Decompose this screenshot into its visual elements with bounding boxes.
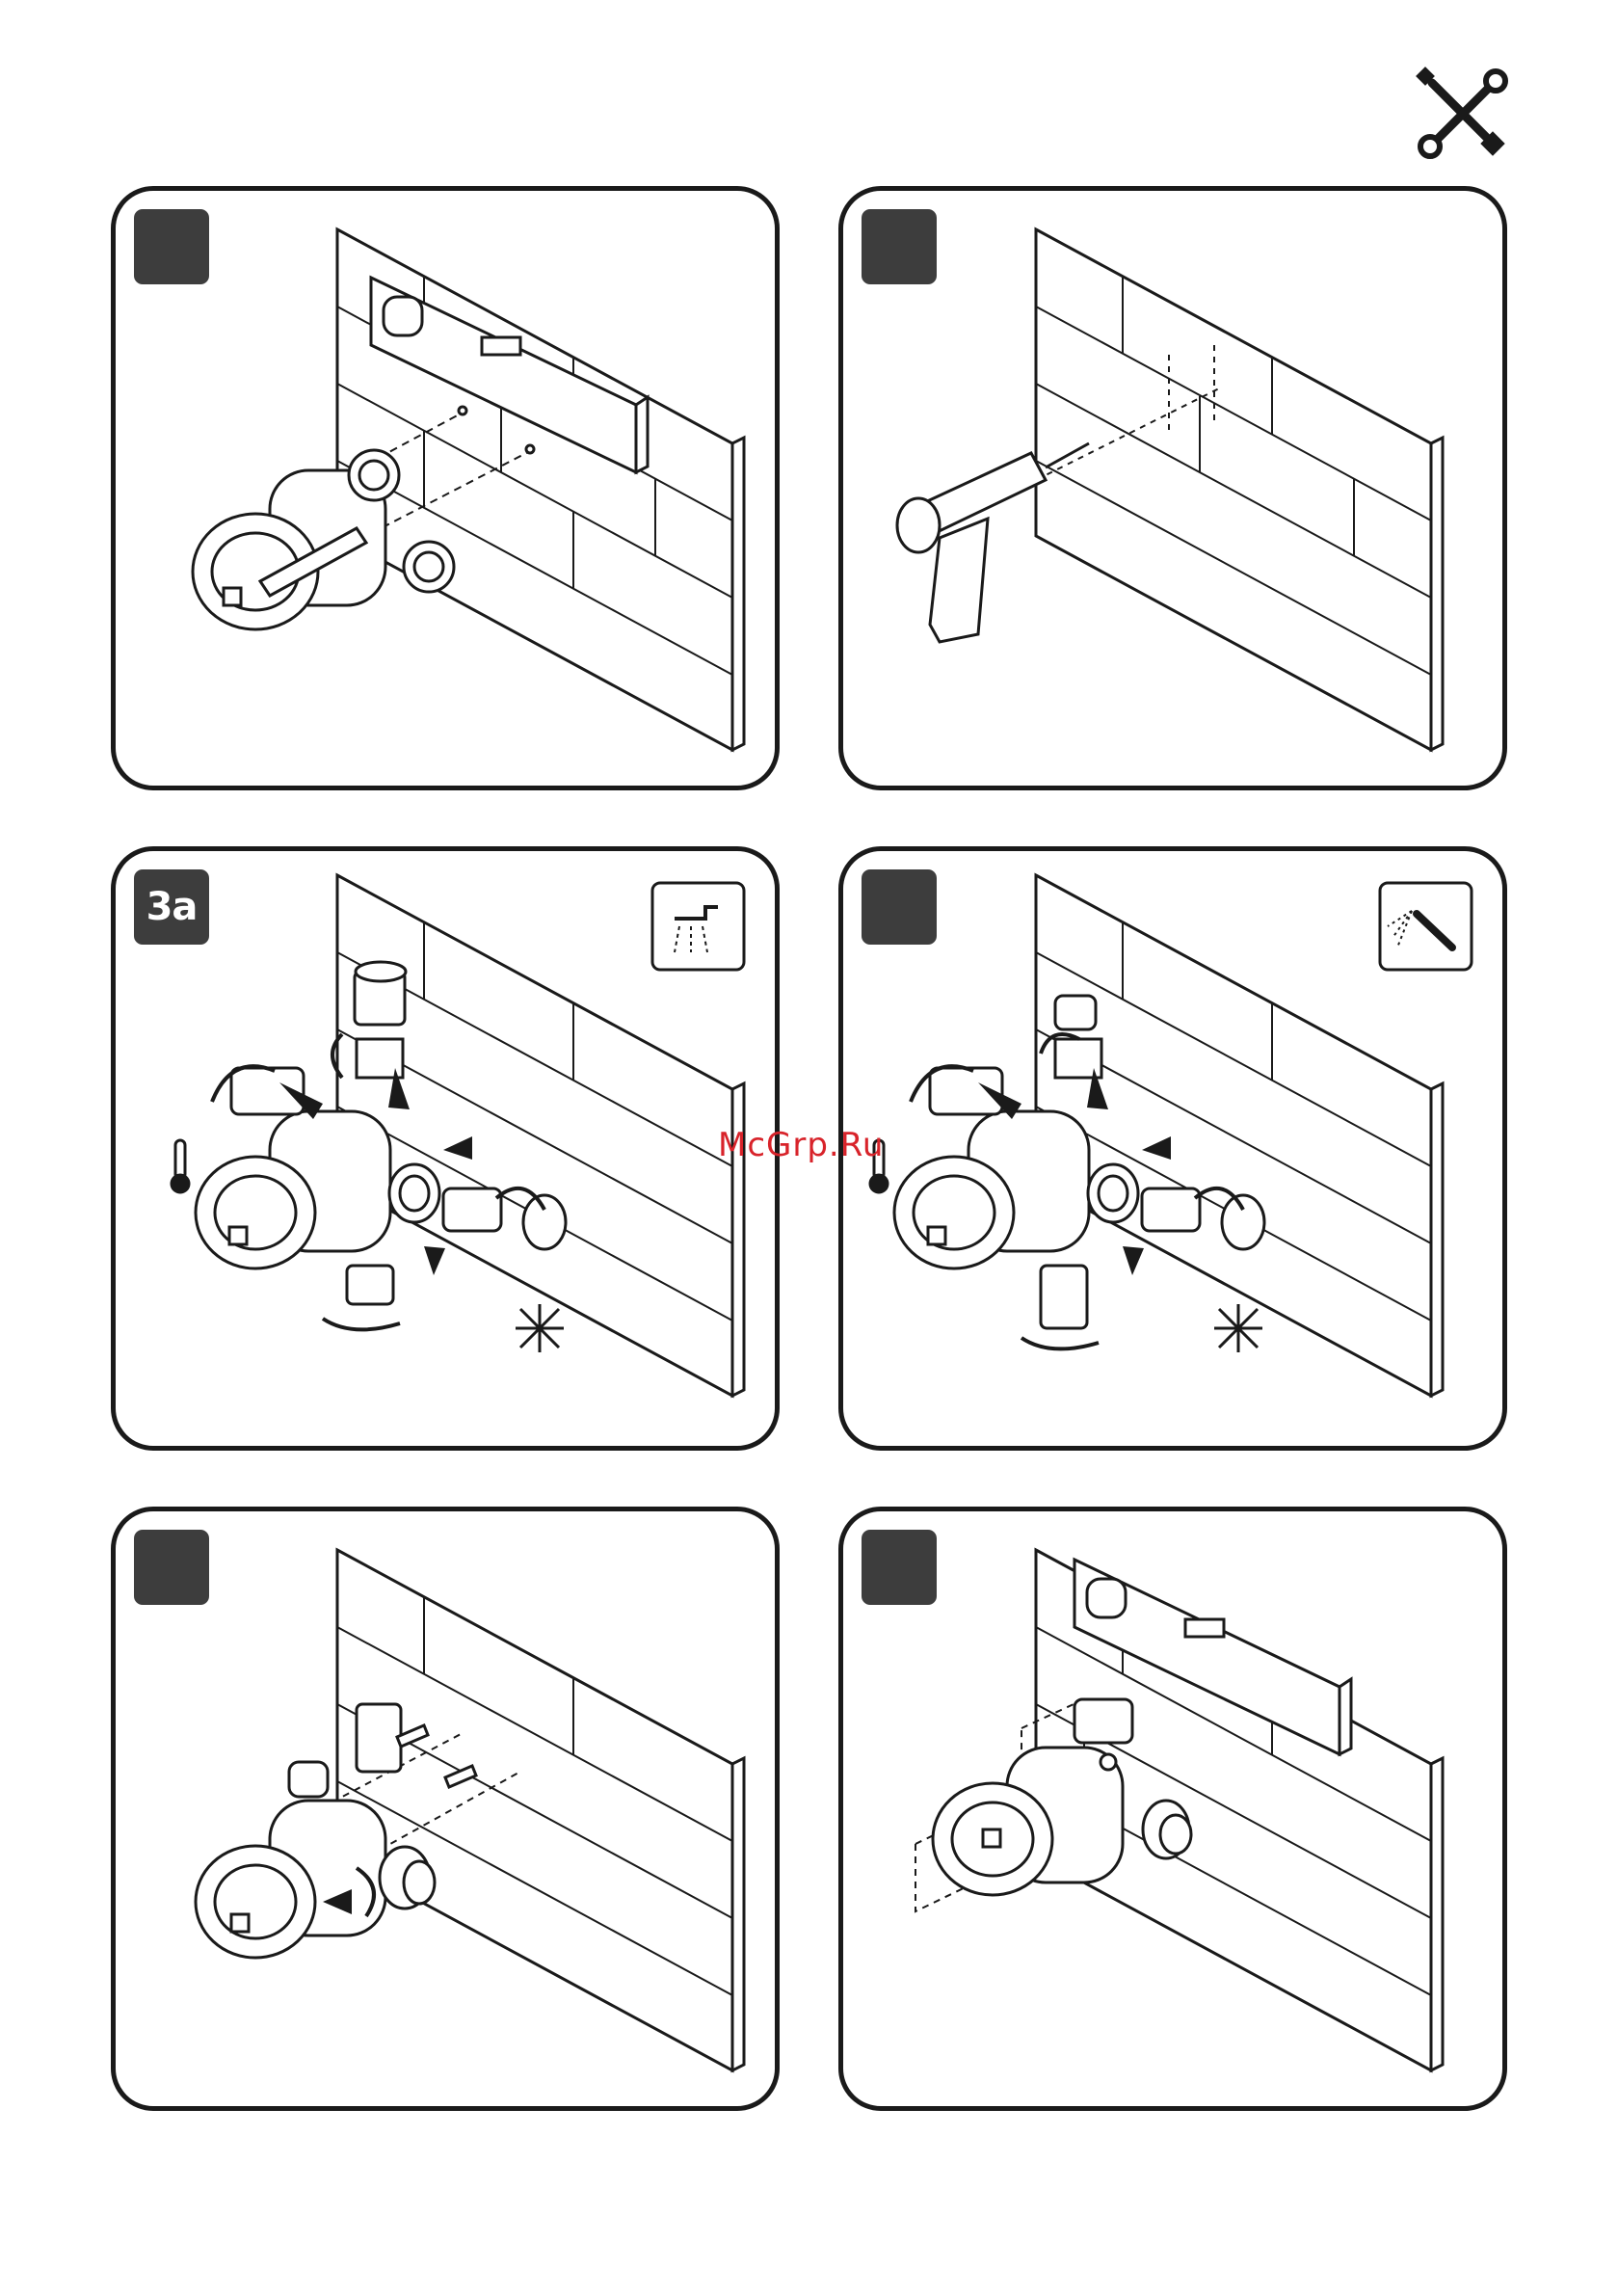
- step-panel-2: [838, 186, 1507, 790]
- snowflake-icon: [1214, 1304, 1262, 1352]
- thermometer-icon: [172, 1140, 189, 1192]
- overhead-shower-icon: [652, 883, 744, 970]
- step-panel-3a: 3a: [111, 846, 780, 1451]
- hand-shower-icon: [1380, 883, 1472, 970]
- mount-screws-illustration: [116, 1511, 780, 2111]
- step-panel-3b: [838, 846, 1507, 1451]
- snowflake-icon: [516, 1304, 564, 1352]
- watermark-text: McGrp.Ru: [718, 1126, 884, 1164]
- level-check-illustration: [843, 1511, 1507, 2111]
- fittings-handshower-illustration: [843, 851, 1507, 1451]
- wrench-screwdriver-icon: [1415, 66, 1511, 162]
- step-panel-5: [838, 1507, 1507, 2111]
- step-panel-4: [111, 1507, 780, 2111]
- drill-wall-illustration: [843, 191, 1507, 790]
- step-panel-1: [111, 186, 780, 790]
- fittings-shower-illustration: [116, 851, 780, 1451]
- wall-level-illustration: [116, 191, 780, 790]
